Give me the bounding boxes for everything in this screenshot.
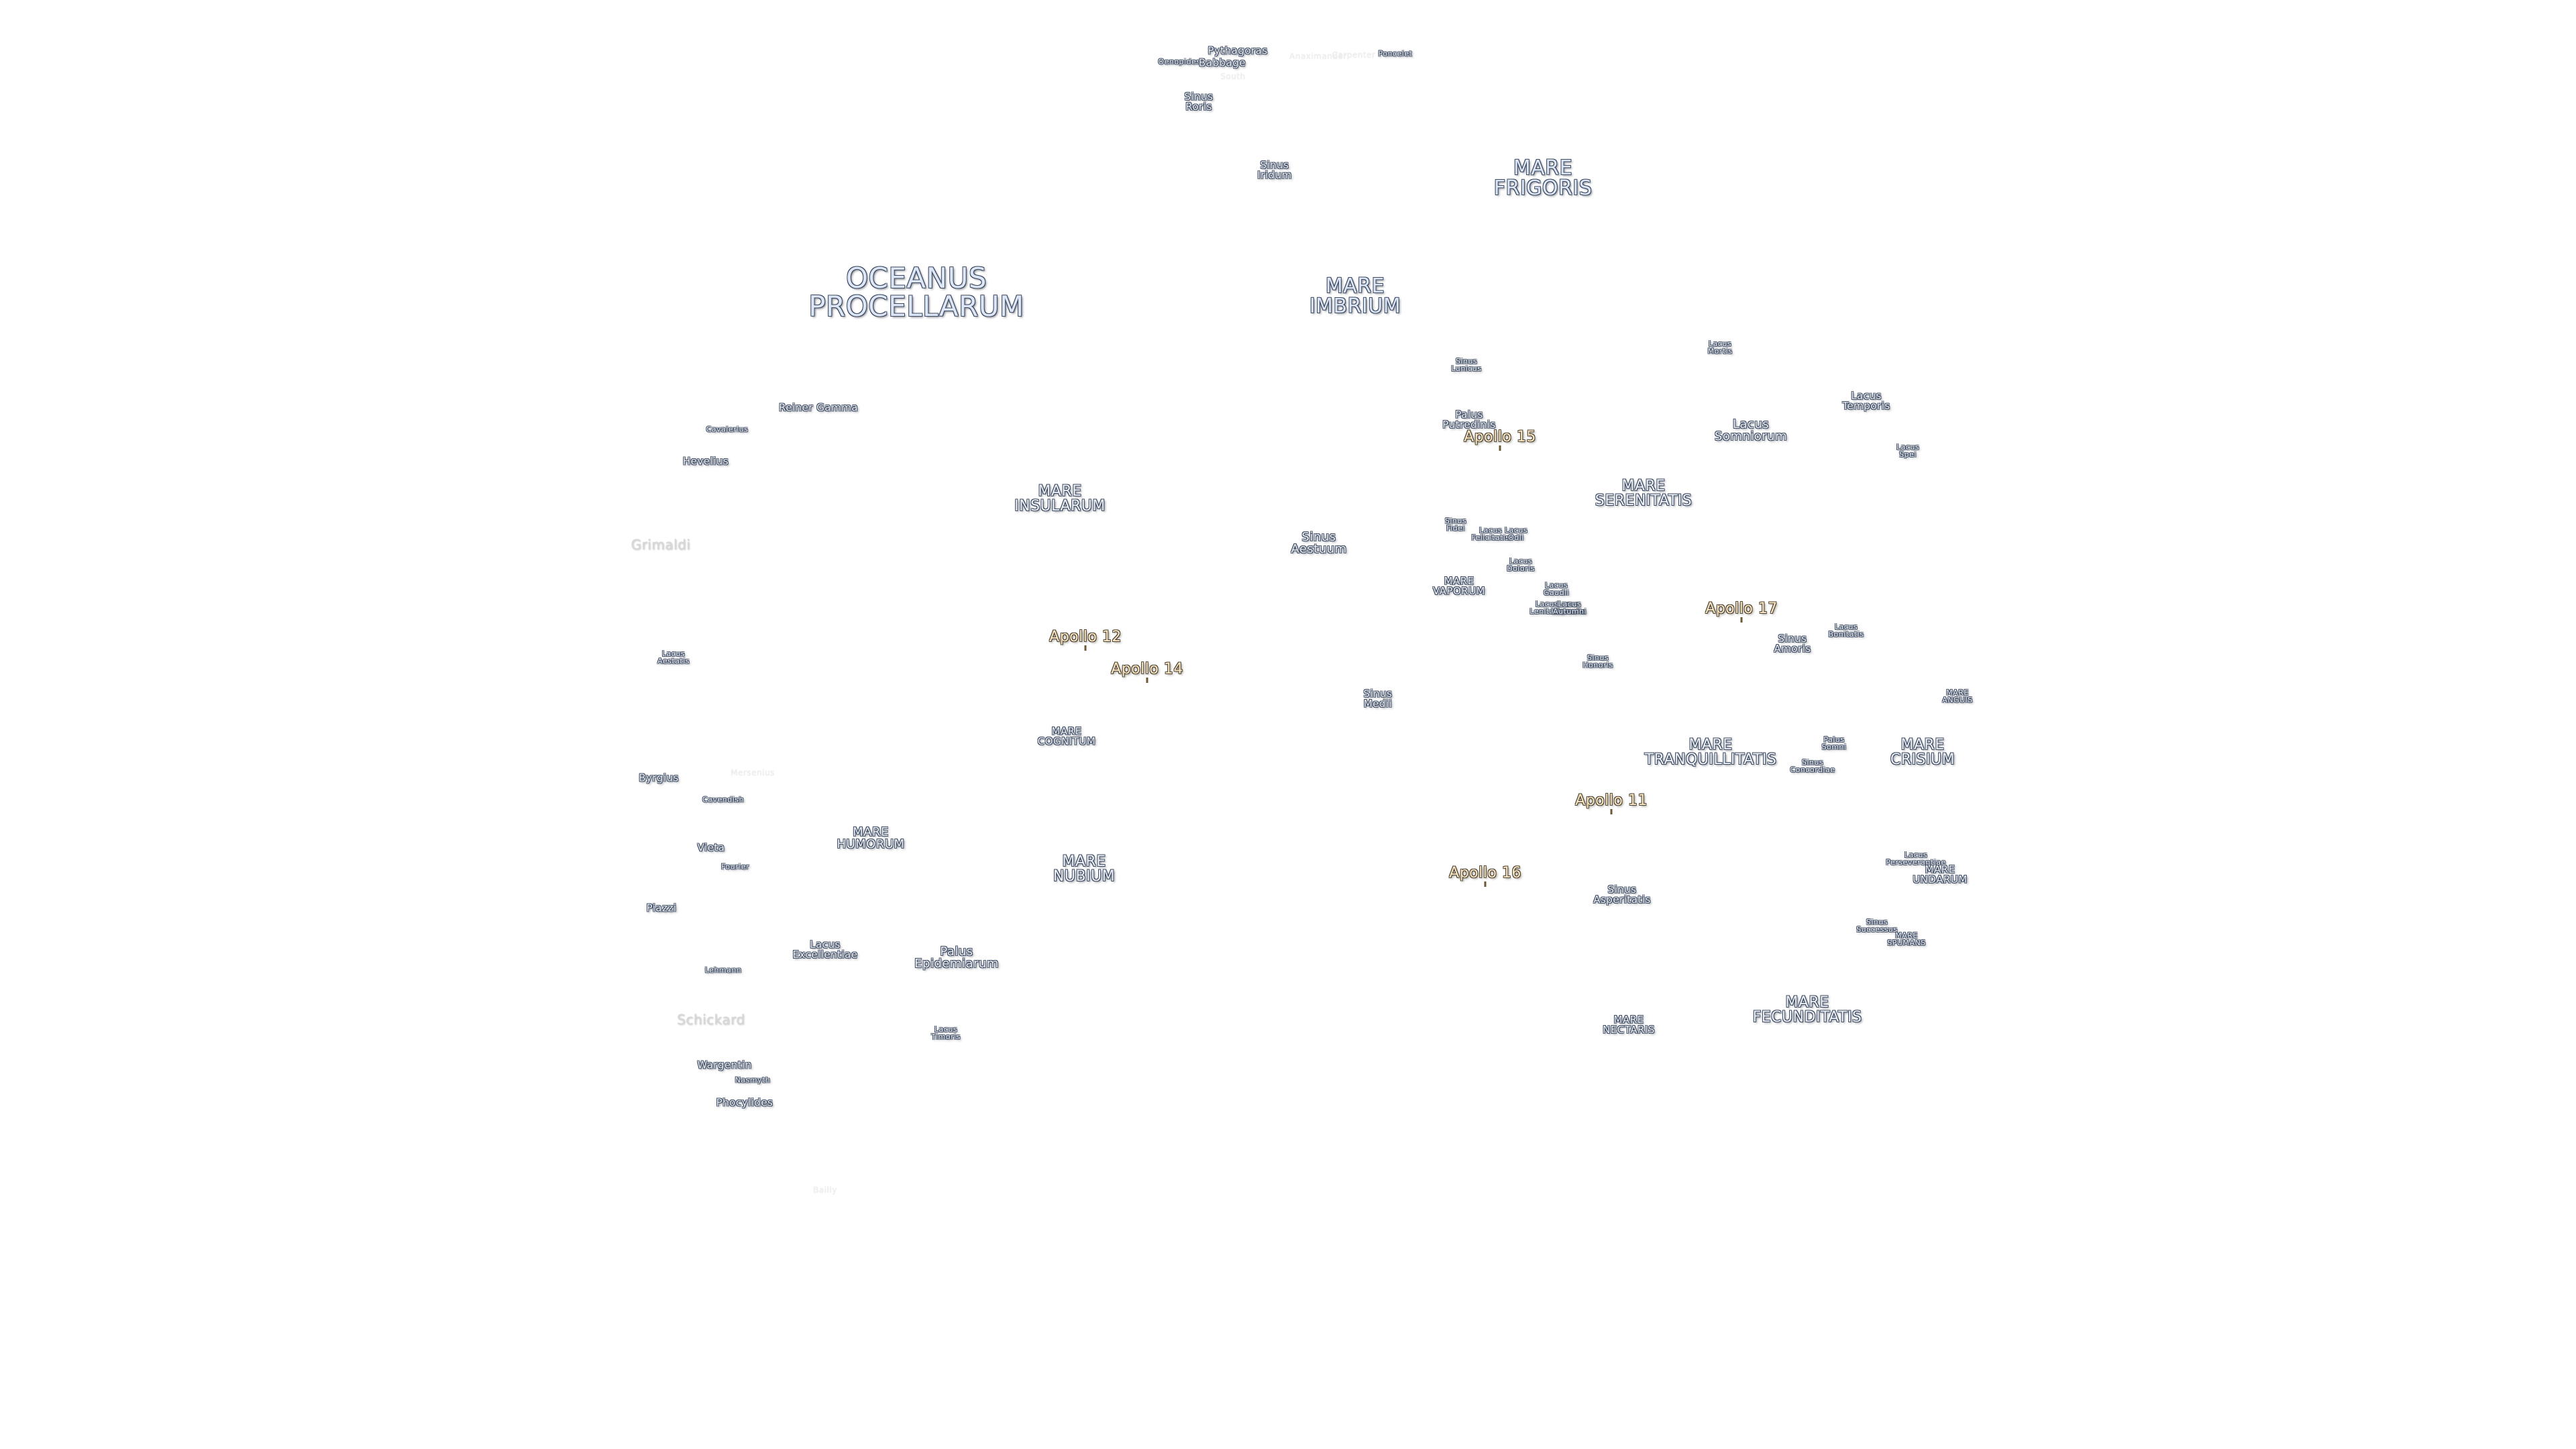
feature-label: Nasmyth: [735, 1075, 771, 1085]
feature-label: OCEANUS PROCELLARUM: [808, 262, 1024, 323]
feature-label: MARE FRIGORIS: [1493, 156, 1593, 200]
apollo-site-label: Apollo 14: [1111, 661, 1183, 678]
landing-site-marker: [1484, 881, 1487, 887]
feature-label: Sinus Roris: [1184, 91, 1214, 113]
feature-label: Palus Epidemiarum: [914, 945, 999, 971]
feature-label: Mersenius: [731, 768, 775, 777]
apollo-site-label: Apollo 12: [1049, 629, 1122, 645]
feature-label: Lacus Mortis: [1707, 339, 1733, 356]
feature-label: Cavendish: [702, 795, 744, 804]
feature-label: Lacus Timoris: [931, 1025, 961, 1041]
feature-label: Lacus Perseverantiae: [1886, 851, 1946, 867]
feature-label: Sinus Concordiae: [1790, 758, 1835, 774]
feature-label: Anaximander: [1289, 52, 1347, 61]
feature-label: Lacus Felicitatis: [1471, 526, 1510, 542]
feature-label: Bailly: [813, 1185, 837, 1195]
feature-label: Fourier: [720, 862, 750, 871]
apollo-site-label: Apollo 17: [1705, 600, 1778, 617]
feature-label: MARE IMBRIUM: [1309, 274, 1401, 318]
feature-label: MARE UNDARUM: [1913, 863, 1968, 885]
feature-label: Lacus Aestatis: [657, 649, 690, 665]
feature-label: MARE HUMORUM: [837, 825, 905, 851]
feature-label: MARE INSULARUM: [1014, 483, 1106, 515]
feature-label: Sinus Asperitatis: [1593, 883, 1651, 906]
feature-label: MARE SERENITATIS: [1595, 478, 1693, 509]
feature-label: Lacus Doloris: [1507, 557, 1535, 573]
feature-label: Vieta: [697, 841, 725, 854]
feature-label: MARE FECUNDITATIS: [1752, 994, 1862, 1026]
feature-label: Byrgius: [639, 771, 679, 784]
feature-label: Sinus Amoris: [1774, 633, 1811, 655]
feature-label: Lacus Temporis: [1842, 390, 1890, 412]
feature-label: Cavalerius: [706, 425, 749, 434]
feature-label: Sinus Fidei: [1444, 517, 1467, 533]
feature-label: MARE ANGUIS: [1942, 688, 1973, 704]
feature-label: MARE COGNITUM: [1037, 725, 1096, 747]
feature-label: Grimaldi: [631, 537, 691, 553]
feature-label: Lacus Bonitatis: [1828, 623, 1864, 639]
feature-label: MARE SPUMANS: [1887, 931, 1926, 947]
feature-label: Lacus Lenitatis: [1529, 600, 1564, 616]
feature-label: Hevelius: [682, 455, 729, 468]
feature-label: Lacus Odii: [1504, 526, 1528, 542]
apollo-site-label: Apollo 11: [1575, 792, 1648, 809]
feature-label: Palus Putredinis: [1442, 409, 1496, 431]
feature-label: Palus Somni: [1821, 735, 1847, 751]
apollo-site-label: Apollo 16: [1449, 865, 1521, 881]
feature-label: Sinus Honoris: [1582, 653, 1613, 669]
feature-label: Oenopides: [1158, 57, 1201, 66]
feature-label: MARE CRISIUM: [1890, 737, 1955, 768]
landing-site-marker: [1499, 445, 1501, 451]
feature-label: Lacus Spei: [1896, 443, 1920, 459]
feature-label: MARE TRANQUILLITATIS: [1644, 737, 1777, 768]
feature-label: Lehmann: [704, 965, 742, 975]
feature-label: Reiner Gamma: [778, 401, 859, 414]
feature-label: MARE NECTARIS: [1603, 1014, 1655, 1036]
apollo-site-label: Apollo 15: [1464, 429, 1536, 445]
feature-label: Lacus Somniorum: [1714, 417, 1788, 443]
feature-label: South: [1220, 72, 1246, 81]
feature-label: Carpenter: [1332, 50, 1376, 60]
feature-label: Sinus Aestuum: [1291, 530, 1347, 556]
feature-label: Wargentin: [697, 1059, 752, 1071]
feature-label: Lacus Gaudii: [1543, 581, 1570, 597]
feature-label: Pythagoras: [1208, 44, 1268, 57]
feature-label: Lacus Autumni: [1552, 600, 1587, 616]
feature-label: Sinus Successus: [1856, 918, 1898, 934]
feature-label: Babbage: [1199, 56, 1246, 69]
feature-label: MARE NUBIUM: [1053, 853, 1116, 885]
landing-site-marker: [1146, 678, 1148, 683]
landing-site-marker: [1084, 645, 1087, 651]
feature-label: Sinus Lunicus: [1451, 357, 1482, 373]
feature-label: Schickard: [677, 1012, 745, 1028]
feature-label: Piazzi: [646, 902, 677, 914]
landing-site-marker: [1740, 617, 1743, 623]
feature-label: MARE VAPORUM: [1432, 575, 1486, 597]
feature-label: Sinus Medii: [1363, 688, 1393, 710]
feature-label: Lacus Excellentiae: [792, 938, 858, 961]
feature-label: Poncelet: [1378, 49, 1413, 58]
feature-label: Phocylides: [716, 1096, 773, 1109]
feature-label: Lacus Hiemalis: [1551, 600, 1586, 616]
feature-label: Sinus Iridum: [1257, 159, 1292, 181]
landing-site-marker: [1610, 809, 1613, 814]
